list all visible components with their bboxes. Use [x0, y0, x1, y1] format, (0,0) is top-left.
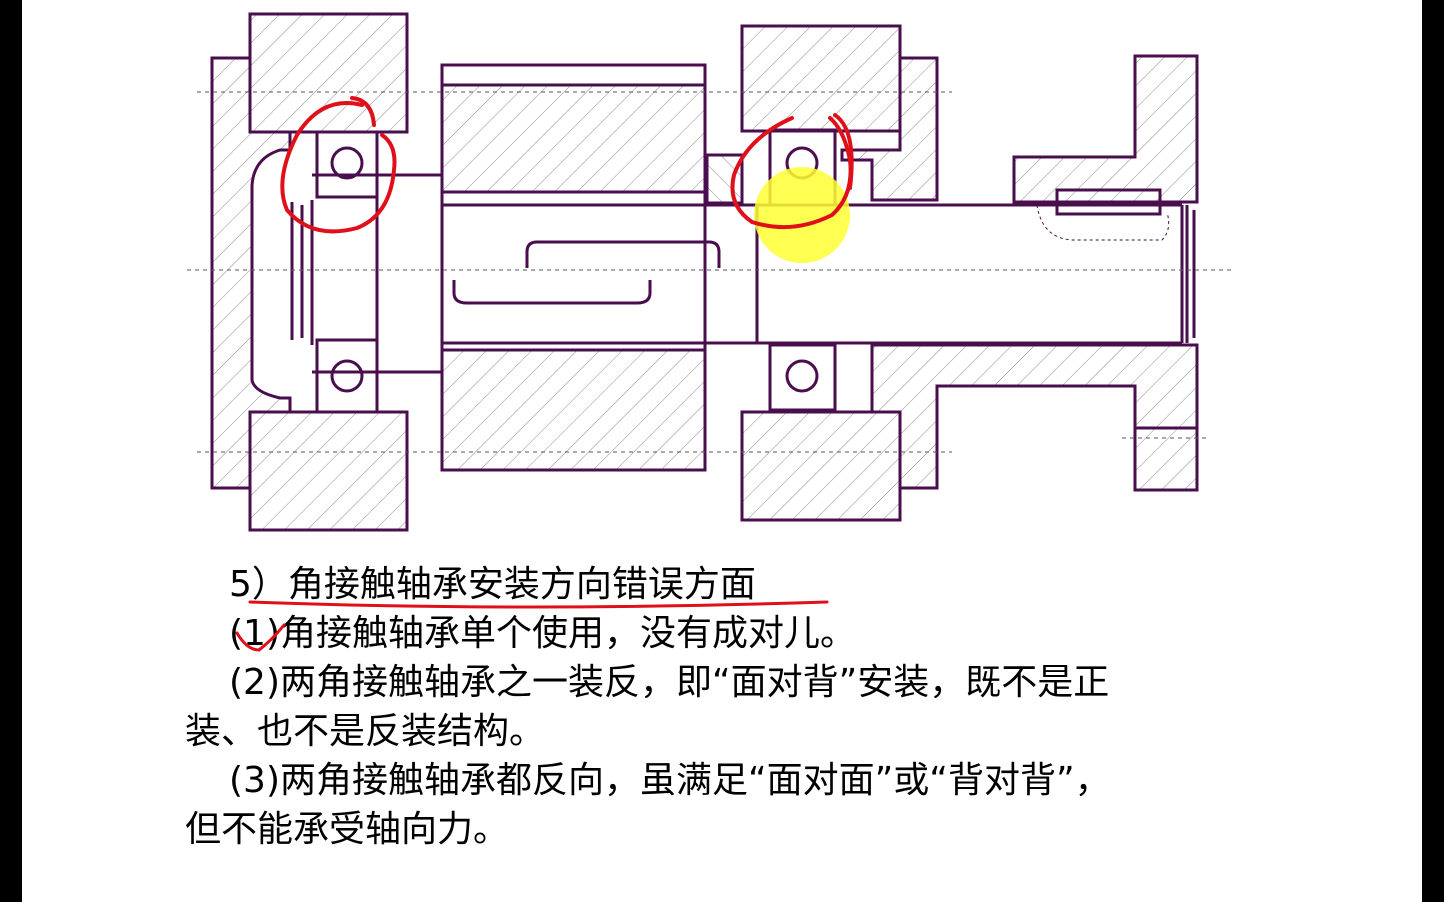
- left-bearing-bottom: [315, 338, 379, 414]
- left-bottom-housing: [248, 410, 409, 532]
- left-bearing-top: [315, 130, 379, 199]
- keyway: [525, 240, 721, 268]
- heading: 5）角接触轴承安装方向错误方面: [229, 564, 756, 605]
- bearing-assembly-drawing: [187, 12, 1232, 532]
- left-end-cap: [210, 56, 292, 490]
- ball-right-bottom: [785, 359, 819, 393]
- gear-top: [440, 83, 707, 194]
- ball-left-bottom: [330, 359, 364, 393]
- right-bearing-bottom: [768, 343, 837, 412]
- coupling-lower: [1133, 426, 1199, 492]
- item-3-line-1: (3)两角接触轴承都反向，虽满足“面对面”或“背对背”，: [229, 760, 1111, 801]
- key: [1055, 188, 1162, 216]
- item-2-line-2: 装、也不是反装结构。: [185, 711, 546, 752]
- annotation-left-circle: [280, 101, 397, 234]
- left-top-housing: [248, 12, 409, 134]
- spacer-sleeve: [705, 153, 744, 205]
- right-end-cap-lower: [870, 343, 1199, 490]
- slide: 5）角接触轴承安装方向错误方面 (1)角接触轴承单个使用，没有成对儿。 (2)两…: [22, 0, 1422, 902]
- cursor-highlight: [754, 167, 850, 263]
- item-2-line-1: (2)两角接触轴承之一装反，即“面对背”安装，既不是正: [229, 662, 1110, 703]
- right-end-cap: [840, 56, 939, 202]
- item-3-line-2: 但不能承受轴向力。: [185, 809, 510, 850]
- item-1: (1)角接触轴承单个使用，没有成对儿。: [229, 613, 856, 654]
- right-bottom-housing: [740, 410, 902, 522]
- text-block: 5）角接触轴承安装方向错误方面 (1)角接触轴承单个使用，没有成对儿。 (2)两…: [185, 560, 1335, 854]
- ball-left-top: [330, 146, 364, 180]
- right-top-housing: [740, 24, 902, 133]
- coupling-flange: [1012, 54, 1199, 204]
